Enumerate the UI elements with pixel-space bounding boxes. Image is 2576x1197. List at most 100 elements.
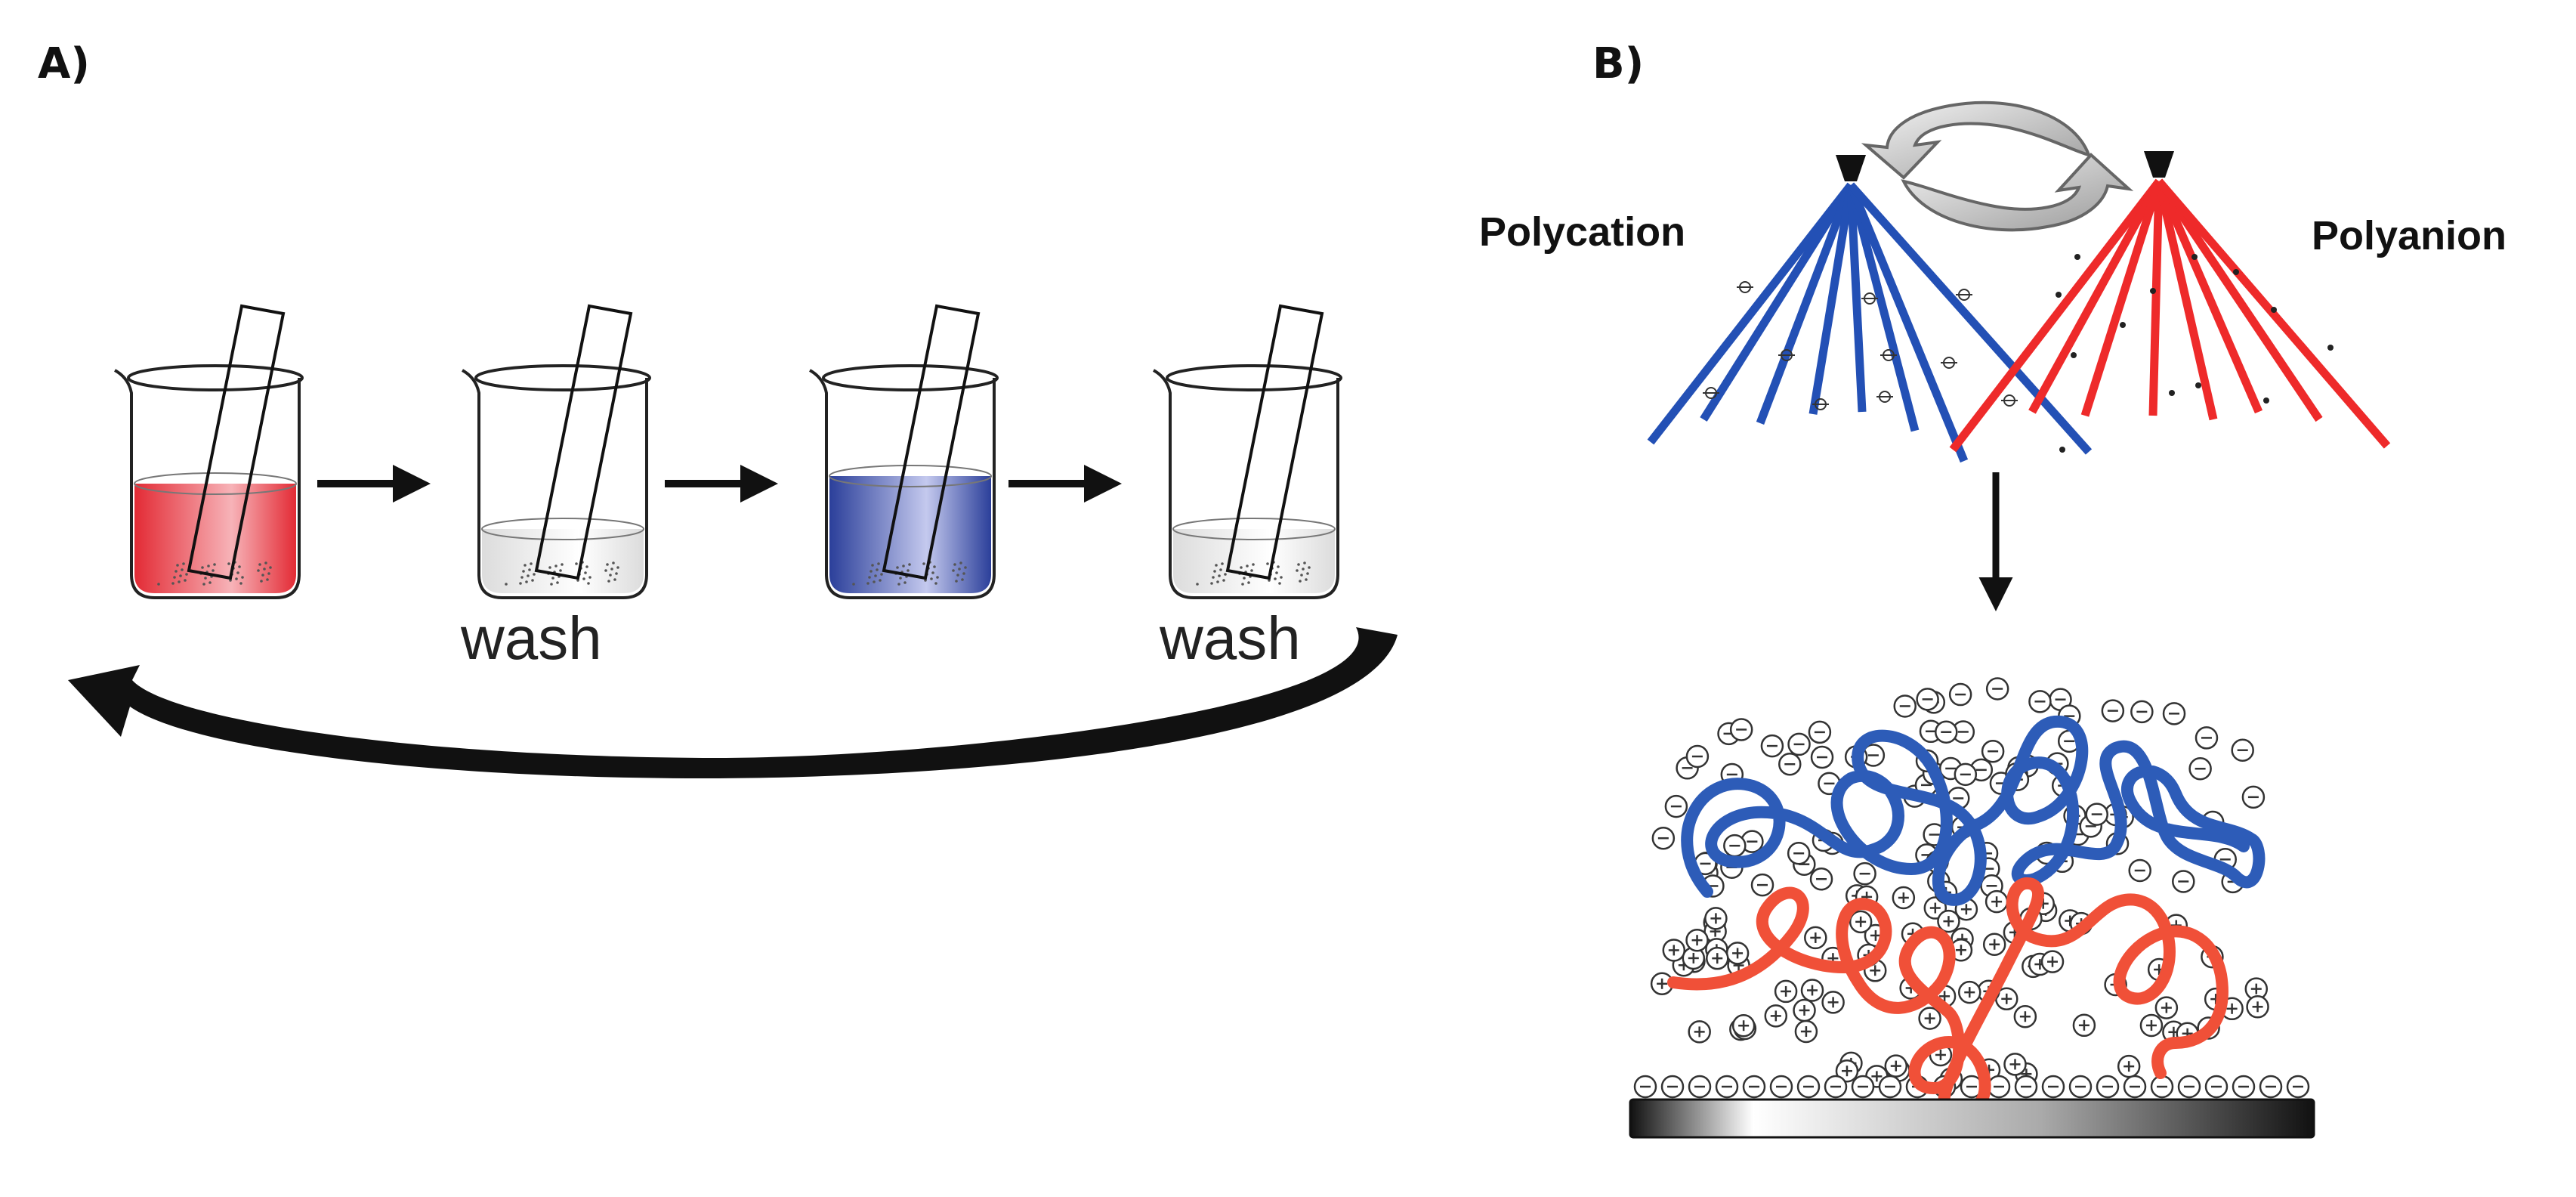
substrate bbox=[1629, 1098, 2315, 1139]
wash-label-first: wash bbox=[460, 605, 602, 672]
positive-ion bbox=[1688, 1020, 1711, 1044]
wash-label-second: wash bbox=[1159, 605, 1301, 672]
polyanion-spray bbox=[1949, 178, 2391, 453]
negative-ion bbox=[1824, 1075, 1848, 1099]
beaker-liquid bbox=[829, 476, 991, 593]
negative-ion bbox=[1981, 739, 2005, 763]
negative-ion bbox=[1985, 677, 2009, 701]
negative-ion bbox=[1787, 841, 1811, 865]
negative-ion bbox=[2259, 1075, 2283, 1099]
positive-ion bbox=[1949, 938, 1973, 962]
polycation-chain bbox=[1681, 715, 2266, 906]
polyanion-spray-stream bbox=[2080, 180, 2164, 417]
negative-ion bbox=[1633, 1075, 1657, 1099]
polyanion-spray-stream bbox=[2028, 179, 2163, 414]
spray-charge-marks bbox=[1703, 254, 2334, 453]
alternation-cycle-icon bbox=[1861, 101, 2134, 232]
panel-a-label: A) bbox=[38, 39, 90, 88]
beaker-3 bbox=[808, 304, 999, 599]
negative-ion bbox=[1750, 873, 1774, 897]
positive-ion bbox=[1804, 926, 1827, 950]
polycation-spray-stream bbox=[1846, 184, 1920, 432]
positive-ion bbox=[1849, 910, 1873, 934]
negative-ion bbox=[1808, 720, 1832, 744]
beaker-liquid bbox=[134, 484, 296, 593]
polyanion-spray-stream bbox=[2154, 179, 2263, 414]
positive-ion bbox=[2040, 950, 2065, 973]
negative-ion bbox=[2130, 700, 2154, 724]
negative-ion bbox=[1809, 867, 1833, 891]
negative-ion bbox=[1778, 753, 1802, 776]
positive-ion bbox=[1918, 1007, 1941, 1030]
polycation-spray-stream bbox=[1700, 183, 1855, 422]
negative-ion bbox=[1916, 688, 1939, 711]
positive-ion bbox=[1937, 909, 1960, 933]
substrate-slide bbox=[882, 304, 981, 580]
negative-ion bbox=[1893, 694, 1917, 718]
positive-ion bbox=[1706, 946, 1729, 970]
positive-ion bbox=[1982, 933, 2006, 957]
negative-ion bbox=[2096, 1075, 2120, 1099]
polycation-spray-stream bbox=[1847, 182, 2093, 455]
polyanion-label: Polyanion bbox=[2312, 213, 2507, 258]
negative-ion bbox=[1660, 1075, 1685, 1099]
positive-ion bbox=[1892, 886, 1916, 910]
negative-ion bbox=[1853, 861, 1876, 886]
negative-ion bbox=[1810, 745, 1834, 769]
negative-ion bbox=[2204, 1075, 2229, 1099]
negative-ion bbox=[1651, 826, 1676, 850]
polycation-label: Polycation bbox=[1479, 209, 1685, 255]
polycation-spray-stream bbox=[1846, 184, 1867, 413]
negative-ion bbox=[2241, 785, 2266, 809]
negative-ion bbox=[2162, 702, 2186, 725]
negative-ion bbox=[2188, 756, 2212, 781]
negative-ion bbox=[2123, 1075, 2147, 1099]
positive-ion bbox=[2139, 1013, 2164, 1038]
positive-ion bbox=[1731, 1013, 1756, 1038]
beaker-2 bbox=[461, 304, 651, 599]
polycation-spray-stream bbox=[1647, 182, 1855, 445]
polyanion-spray-stream bbox=[2155, 178, 2323, 422]
polycation-nozzle-icon bbox=[1836, 155, 1866, 181]
negative-ion bbox=[1769, 1075, 1793, 1099]
polyanion-spray-stream bbox=[2155, 178, 2391, 449]
negative-ion bbox=[1948, 682, 1972, 707]
polyanion-spray-stream bbox=[2154, 180, 2218, 421]
positive-ion bbox=[1685, 928, 1709, 952]
positive-ion bbox=[1821, 991, 1845, 1014]
beaker-1 bbox=[113, 304, 304, 599]
beaker-row bbox=[113, 304, 1342, 599]
substrate-slide bbox=[187, 304, 286, 580]
positive-ion bbox=[2246, 995, 2269, 1019]
substrate-slide bbox=[1225, 304, 1324, 580]
positive-ion bbox=[1835, 1059, 1859, 1083]
beaker-4 bbox=[1152, 304, 1342, 599]
polycation-spray bbox=[1647, 182, 2093, 463]
positive-ion bbox=[1764, 1004, 1788, 1028]
polycation-spray-stream bbox=[1756, 184, 1855, 425]
negative-ion bbox=[2068, 1075, 2093, 1099]
positive-ion bbox=[2154, 996, 2179, 1019]
positive-ion bbox=[2072, 1013, 2096, 1038]
negative-ion bbox=[1987, 1075, 2011, 1099]
positive-ion bbox=[2117, 1054, 2141, 1078]
panel-b-label: B) bbox=[1592, 39, 1644, 88]
polycation-spray-stream bbox=[1846, 183, 1969, 463]
negative-ion bbox=[1796, 1075, 1821, 1099]
negative-ion bbox=[2231, 738, 2254, 762]
positive-ion bbox=[1793, 998, 1816, 1022]
positive-ion bbox=[1794, 1019, 1818, 1044]
positive-ion bbox=[1662, 939, 1686, 962]
negative-ion bbox=[2286, 1075, 2310, 1099]
positive-ion bbox=[1725, 942, 1750, 965]
negative-ion bbox=[1787, 732, 1811, 756]
positive-ion bbox=[1958, 980, 1981, 1004]
polyanion-spray-stream bbox=[2148, 181, 2164, 416]
negative-ion bbox=[2195, 726, 2219, 750]
negative-ion bbox=[1715, 1075, 1739, 1099]
positive-ion bbox=[1985, 889, 2009, 914]
negative-ion bbox=[1954, 762, 1978, 787]
negative-ion bbox=[1688, 1075, 1712, 1099]
negative-ion bbox=[1935, 720, 1958, 744]
